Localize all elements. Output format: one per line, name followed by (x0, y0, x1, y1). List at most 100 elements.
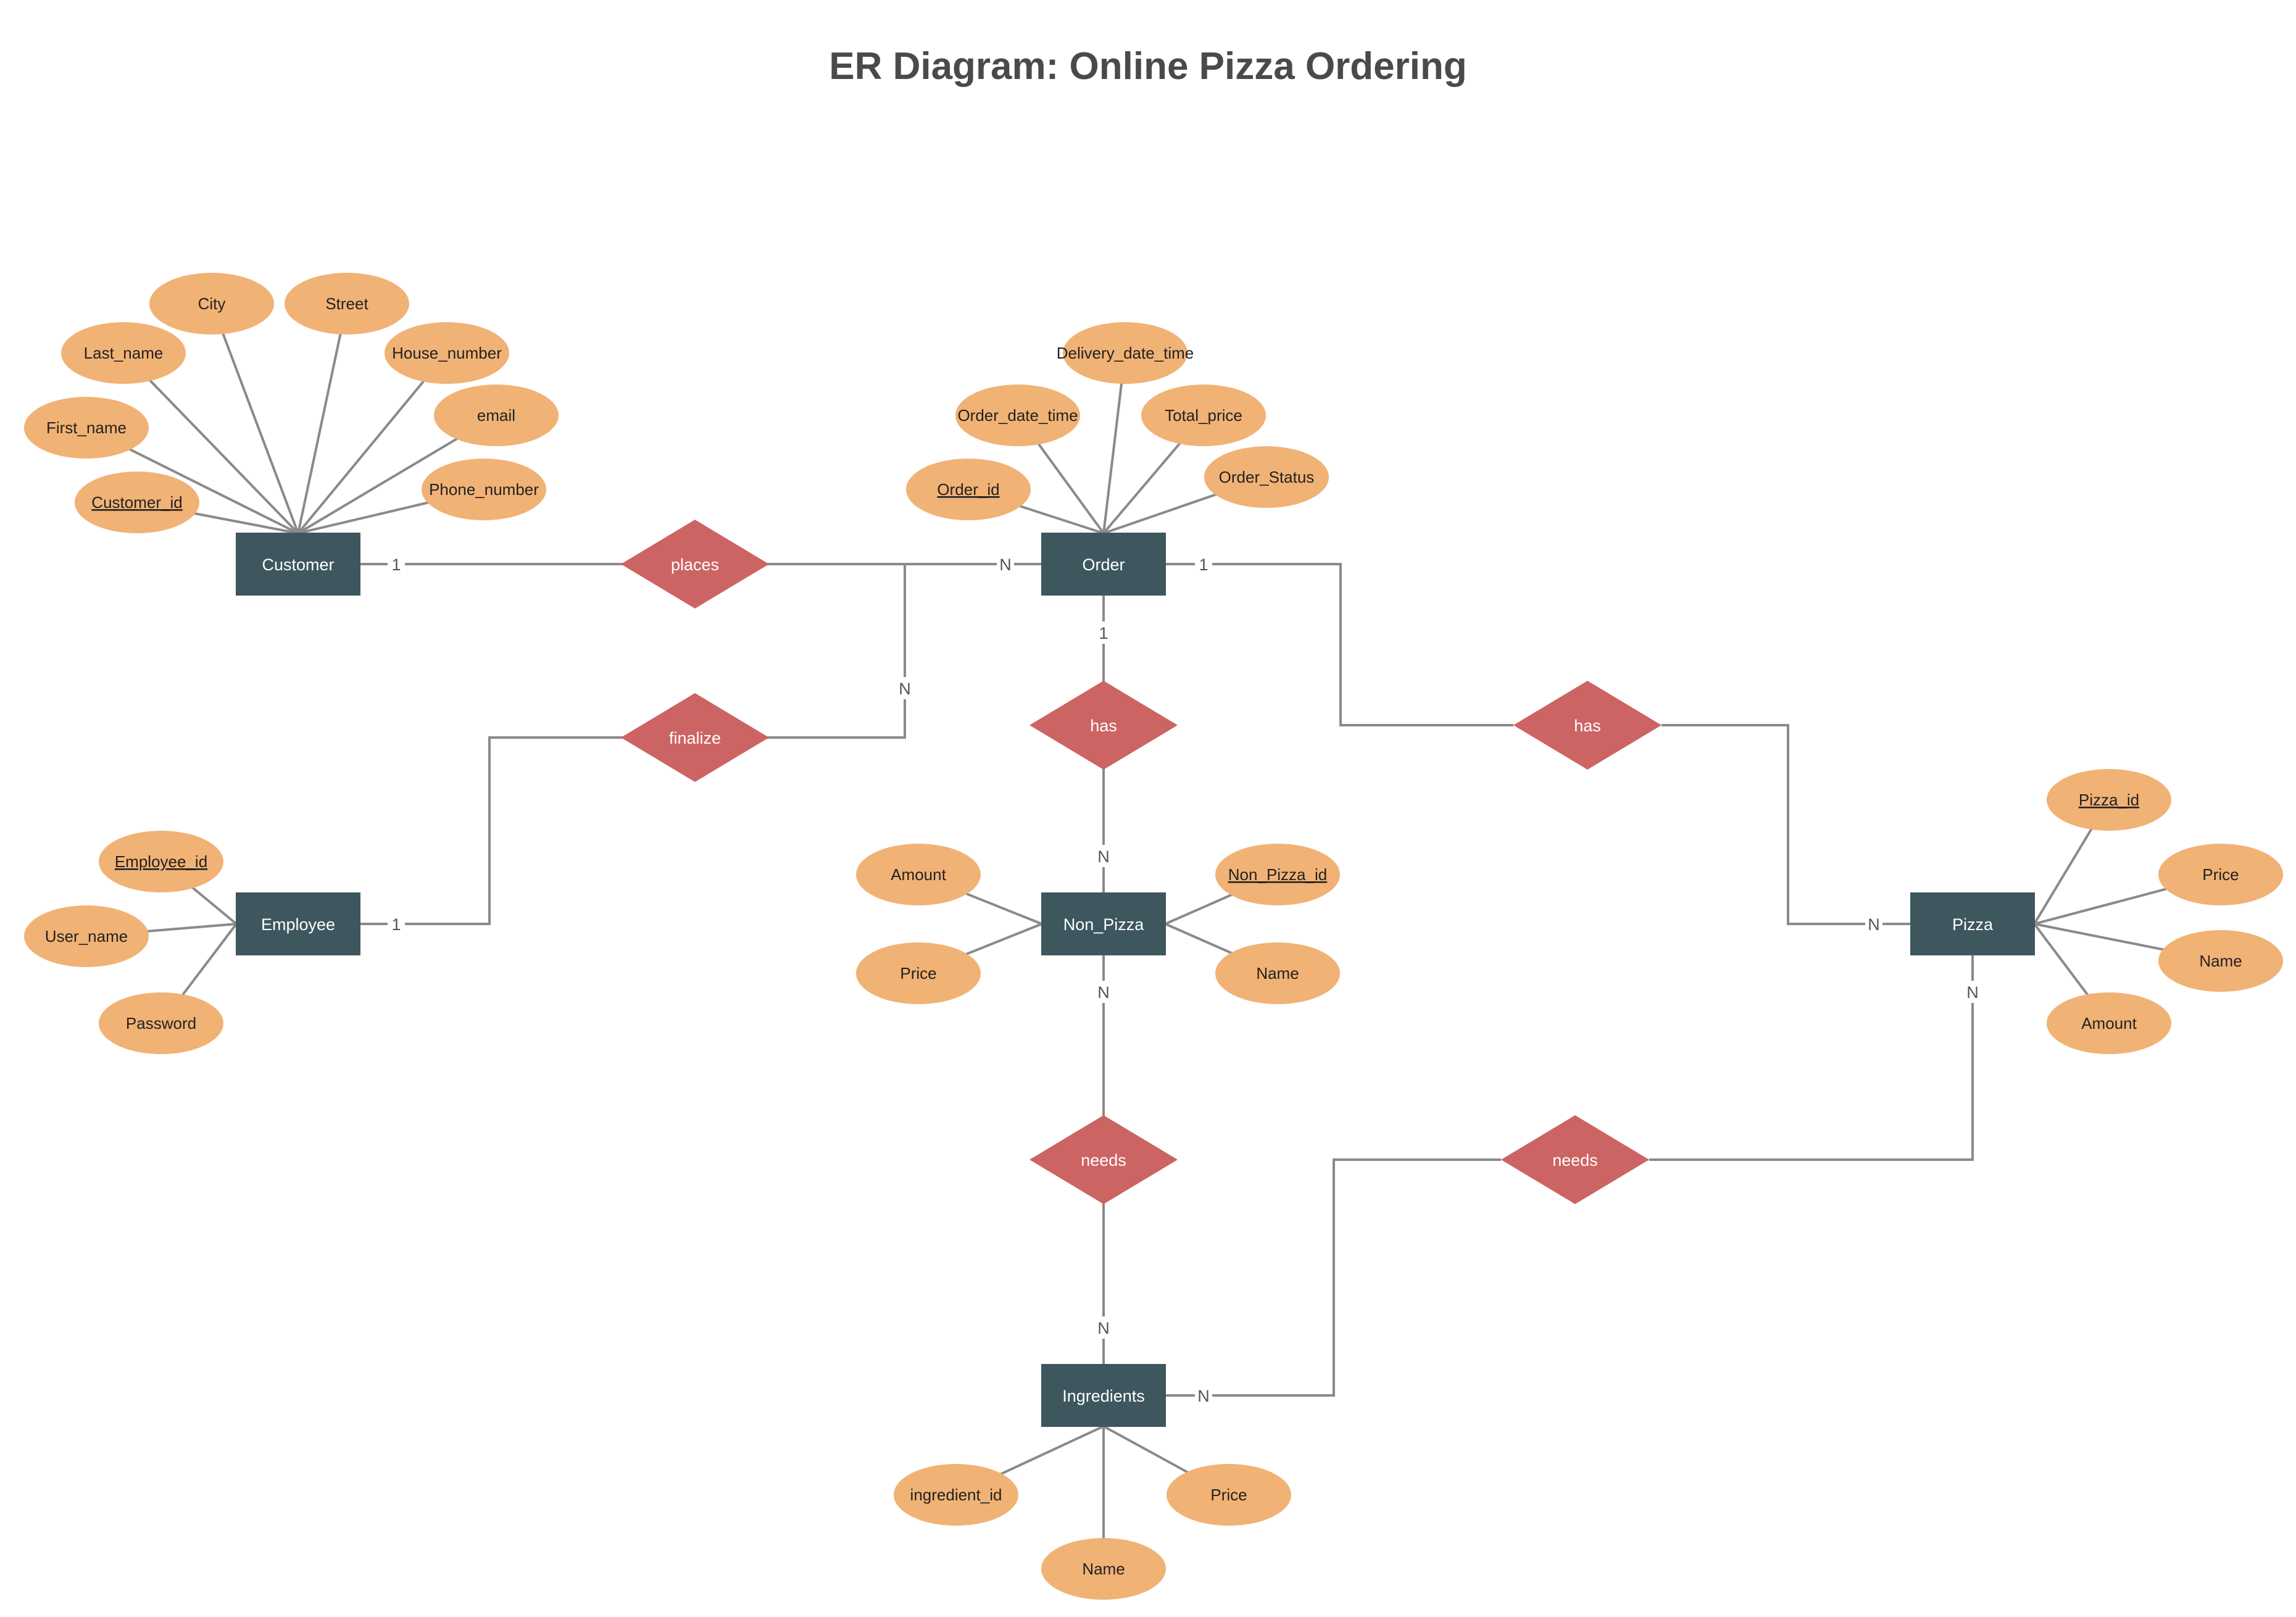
cardinality-order-has-pizza: 1 (1195, 553, 1212, 575)
connector-pizza-needs (1649, 955, 1974, 1161)
cardinality-employee-finalize: 1 (388, 913, 405, 935)
cardinality-ingredients-needs-pizza: N (1195, 1384, 1212, 1407)
attribute-label: Last_name (84, 344, 164, 362)
svg-text:N: N (1966, 983, 1979, 1002)
connector-finalize-employee (360, 736, 633, 925)
attribute-label: Password (126, 1014, 196, 1033)
connector-needs-ingredients-2 (1165, 1158, 1501, 1397)
attribute-label: Amount (2081, 1014, 2137, 1033)
attribute-label: Customer_id (91, 493, 182, 512)
attribute-a_ing_id: ingredient_id (894, 1464, 1018, 1526)
entity-label: Ingredients (1062, 1387, 1145, 1405)
attribute-a_custid: Customer_id (75, 472, 199, 533)
entity-order: Order (1041, 533, 1166, 596)
entity-label: Non_Pizza (1063, 915, 1145, 934)
attribute-label: Name (1256, 964, 1299, 983)
connector-has-pizza (1662, 724, 1911, 925)
attribute-label: Non_Pizza_id (1228, 865, 1327, 884)
attribute-a_housenum: House_number (385, 322, 509, 384)
attribute-a_total: Total_price (1141, 385, 1266, 446)
attribute-a_lastname: Last_name (61, 322, 186, 384)
attribute-a_np_price: Price (856, 942, 981, 1004)
relationship-label: places (671, 555, 719, 574)
attribute-connector-a_housenum (297, 352, 448, 534)
cardinality-order-places: N (997, 553, 1014, 575)
relationship-needs_pizza: needs (1501, 1115, 1649, 1204)
entity-label: Employee (261, 915, 335, 934)
attribute-a_empid: Employee_id (99, 831, 223, 892)
attribute-label: Phone_number (429, 480, 539, 499)
attribute-a_username: User_name (24, 905, 149, 967)
entity-customer: Customer (236, 533, 360, 596)
attribute-label: Pizza_id (2079, 791, 2139, 809)
attribute-label: Name (2199, 952, 2242, 970)
relationship-needs_nonpizza: needs (1029, 1115, 1178, 1204)
attribute-label: email (477, 406, 515, 425)
attribute-label: Delivery_date_time (1057, 344, 1194, 362)
svg-text:1: 1 (1199, 555, 1208, 574)
attribute-a_firstname: First_name (24, 397, 149, 459)
attribute-a_password: Password (99, 992, 223, 1054)
attribute-a_pz_price: Price (2158, 844, 2283, 905)
attribute-a_deliv: Delivery_date_time (1057, 322, 1194, 384)
cardinality-ingredients-needs: N (1095, 1316, 1112, 1339)
svg-text:1: 1 (391, 555, 401, 574)
cardinality-customer-places: 1 (388, 553, 405, 575)
relationship-label: needs (1081, 1151, 1126, 1170)
entity-label: Pizza (1952, 915, 1994, 934)
attribute-a_ing_name: Name (1041, 1538, 1166, 1600)
attribute-connector-a_street (297, 303, 348, 534)
svg-text:N: N (1097, 1319, 1110, 1337)
connector-order-has-pizza (1165, 563, 1513, 726)
attribute-label: House_number (392, 344, 502, 362)
svg-text:1: 1 (391, 915, 401, 934)
cardinality-nonpizza-has: N (1095, 845, 1112, 867)
attribute-a_np_name: Name (1215, 942, 1340, 1004)
attribute-a_street: Street (285, 273, 409, 335)
attribute-a_pz_amount: Amount (2047, 992, 2171, 1054)
relationship-has_order_nonpizza: has (1029, 681, 1178, 770)
attribute-label: ingredient_id (910, 1486, 1002, 1504)
attribute-label: City (198, 294, 226, 313)
attribute-a_city: City (149, 273, 274, 335)
svg-text:N: N (1097, 983, 1110, 1002)
relationship-label: finalize (669, 729, 721, 747)
entity-label: Order (1082, 555, 1125, 574)
relationship-finalize: finalize (621, 693, 769, 782)
cardinality-order-finalize: N (896, 677, 913, 699)
attribute-label: User_name (45, 927, 128, 946)
attribute-label: Name (1082, 1560, 1125, 1578)
svg-text:N: N (1097, 847, 1110, 866)
cardinality-pizza-has: N (1865, 913, 1882, 935)
attribute-a_pz_name: Name (2158, 930, 2283, 992)
relationship-label: has (1574, 717, 1601, 735)
attribute-connector-a_lastname (122, 352, 299, 534)
svg-text:N: N (1868, 915, 1880, 934)
cardinality-pizza-needs: N (1964, 981, 1981, 1003)
cardinality-order-has: 1 (1095, 621, 1112, 644)
attribute-a_phone: Phone_number (422, 459, 546, 520)
entity-employee: Employee (236, 892, 360, 955)
attribute-label: Price (2202, 865, 2239, 884)
attribute-a_email: email (434, 385, 559, 446)
attribute-a_status: Order_Status (1204, 446, 1329, 508)
svg-text:1: 1 (1099, 624, 1108, 642)
attribute-a_np_amount: Amount (856, 844, 981, 905)
attribute-a_ing_price: Price (1167, 1464, 1291, 1526)
attribute-label: Order_Status (1219, 468, 1315, 486)
attribute-label: Street (325, 294, 368, 313)
cardinality-nonpizza-needs: N (1095, 981, 1112, 1003)
attribute-label: Order_id (937, 480, 999, 499)
attribute-label: Price (900, 964, 936, 983)
entity-label: Customer (262, 555, 334, 574)
attribute-a_np_id: Non_Pizza_id (1215, 844, 1340, 905)
attribute-a_orderdt: Order_date_time (955, 385, 1080, 446)
relationship-has_order_pizza: has (1513, 681, 1662, 770)
entity-non_pizza: Non_Pizza (1041, 892, 1166, 955)
attribute-label: Amount (891, 865, 946, 884)
attribute-label: Total_price (1165, 406, 1242, 425)
connector-order-finalize (757, 564, 906, 739)
diagram-title: ER Diagram: Online Pizza Ordering (829, 45, 1467, 88)
attribute-label: First_name (46, 418, 127, 437)
